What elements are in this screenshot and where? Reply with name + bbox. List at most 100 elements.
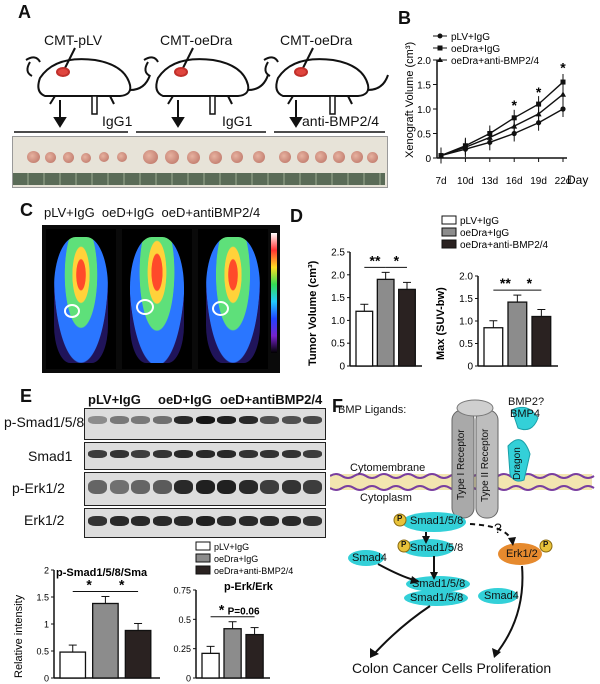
mouse-illustrations — [14, 47, 389, 133]
mouse-2 — [143, 47, 269, 105]
chart-d2-ylabel: Max (SUV-bw) — [435, 287, 447, 360]
blot-band — [260, 480, 279, 494]
y-tick-label: 1.0 — [331, 316, 345, 327]
panel-a: CMT-pLV CMT-oeDra CMT-oeDra — [0, 0, 395, 195]
legend-swatch — [441, 215, 457, 225]
blot-band — [131, 516, 150, 526]
dragon-shape — [507, 439, 531, 482]
blot-band — [303, 416, 322, 424]
y-tick-label: 1.5 — [331, 293, 345, 304]
blot-band — [131, 450, 150, 458]
bar — [201, 652, 220, 679]
blot-band — [281, 416, 301, 424]
y-tick-label: 2.0 — [331, 270, 345, 281]
blot-band — [217, 450, 236, 458]
x-tick-label: 19d — [530, 176, 547, 187]
tumor — [351, 151, 363, 163]
blot-band — [109, 480, 129, 494]
blot-band — [152, 416, 172, 424]
smad4-label-2: Smad4 — [484, 590, 519, 602]
data-point — [536, 120, 542, 126]
blot-strip-1 — [84, 408, 326, 440]
significance-marker: * — [527, 275, 533, 291]
y-tick-label: 1.5 — [36, 593, 49, 603]
legend-label: oeDra+IgG — [460, 228, 509, 239]
mouse-3 — [263, 47, 389, 105]
chart-e: 00.511.52** 00.250.50.75*P=0.06 pLV+IgGo… — [13, 541, 293, 684]
erk-shape — [498, 543, 542, 565]
bmp2-label: BMP2? — [508, 396, 545, 408]
legend-label: pLV+IgG — [214, 542, 249, 552]
blot-band — [195, 516, 215, 526]
x-tick-label: 22d — [555, 176, 572, 187]
cytomembrane-label: Cytomembrane — [350, 462, 426, 474]
blot-band — [238, 516, 258, 526]
chart-b-xlabel: Day — [567, 173, 588, 187]
series-line — [440, 81, 564, 157]
data-point — [486, 134, 493, 140]
blot-row-label-2: Smad1 — [28, 448, 73, 464]
blot-band — [152, 516, 172, 526]
legend-label: pLV+IgG — [451, 32, 490, 43]
series-line — [440, 108, 564, 157]
y-tick-label: 2.5 — [331, 248, 345, 259]
chart-e-psmad: 00.511.52** — [36, 566, 160, 684]
tumor — [231, 151, 243, 163]
syringes — [91, 95, 336, 115]
blot-band — [88, 516, 107, 526]
tumor — [63, 152, 74, 163]
y-tick-label: 1.0 — [417, 105, 431, 116]
bar — [398, 288, 416, 367]
data-point — [511, 115, 517, 121]
tumor — [117, 152, 127, 162]
blot-band — [238, 450, 258, 458]
erk-label: Erk1/2 — [506, 548, 538, 560]
y-tick-label: 1.0 — [459, 317, 473, 328]
chart-d-tumor-volume: 00.51.01.52.02.5*** — [331, 248, 422, 373]
tumor — [27, 151, 40, 163]
x-tick-label: 16d — [506, 176, 523, 187]
data-point — [560, 91, 566, 97]
bar — [355, 310, 374, 367]
chart-b-ylabel: Xenograft Volume (cm³) — [404, 42, 416, 158]
blot-band — [281, 450, 301, 458]
significance-marker: * — [560, 59, 566, 75]
tumor — [187, 151, 200, 164]
blot-header-2: oeD+IgG — [158, 392, 212, 407]
chart-e-ylabel: Relative intensity — [13, 594, 25, 678]
panel-label-c: C — [20, 200, 33, 220]
blot-band — [195, 450, 215, 458]
type1-receptor-label: Type I Receptor — [456, 429, 467, 501]
bar — [483, 327, 504, 367]
blot-band — [174, 450, 193, 458]
tumor — [315, 151, 327, 163]
legend-marker — [437, 45, 443, 51]
tumor — [367, 152, 378, 163]
y-tick-label: 0.5 — [417, 130, 431, 141]
blot-band — [131, 416, 150, 424]
legend-label: oeDra+IgG — [214, 554, 258, 564]
legend-label: oeDra+IgG — [451, 44, 500, 55]
panel-f: BMP Ligands: BMP2? BMP4 Cytomembrane Cyt… — [330, 396, 600, 684]
bar — [223, 628, 242, 679]
blot-band — [88, 450, 107, 458]
blot-band — [109, 450, 129, 458]
panel-label-f: F — [332, 396, 343, 416]
bar — [124, 629, 152, 679]
blot-band — [174, 416, 193, 424]
blot-band — [303, 516, 322, 526]
significance-marker: ** — [370, 252, 381, 268]
group-label-1: CMT-pLV — [44, 32, 103, 48]
legend-label: oeDra+anti-BMP2/4 — [214, 566, 293, 576]
cytoplasm-label: Cytoplasm — [360, 492, 412, 504]
y-tick-label: 0.5 — [36, 647, 49, 657]
smad158-label-1: Smad1/5/8 — [410, 515, 464, 527]
treatment-label-1: IgG1 — [102, 113, 133, 129]
panel-label-b: B — [398, 8, 411, 28]
blot-row-label-4: Erk1/2 — [24, 512, 65, 528]
smad158-label-4: Smad1/5/8 — [410, 592, 464, 604]
pet-scan-frame — [42, 225, 280, 373]
smad158-label-2: Smad1/5/8 — [410, 542, 464, 554]
down-arrows — [53, 100, 303, 128]
